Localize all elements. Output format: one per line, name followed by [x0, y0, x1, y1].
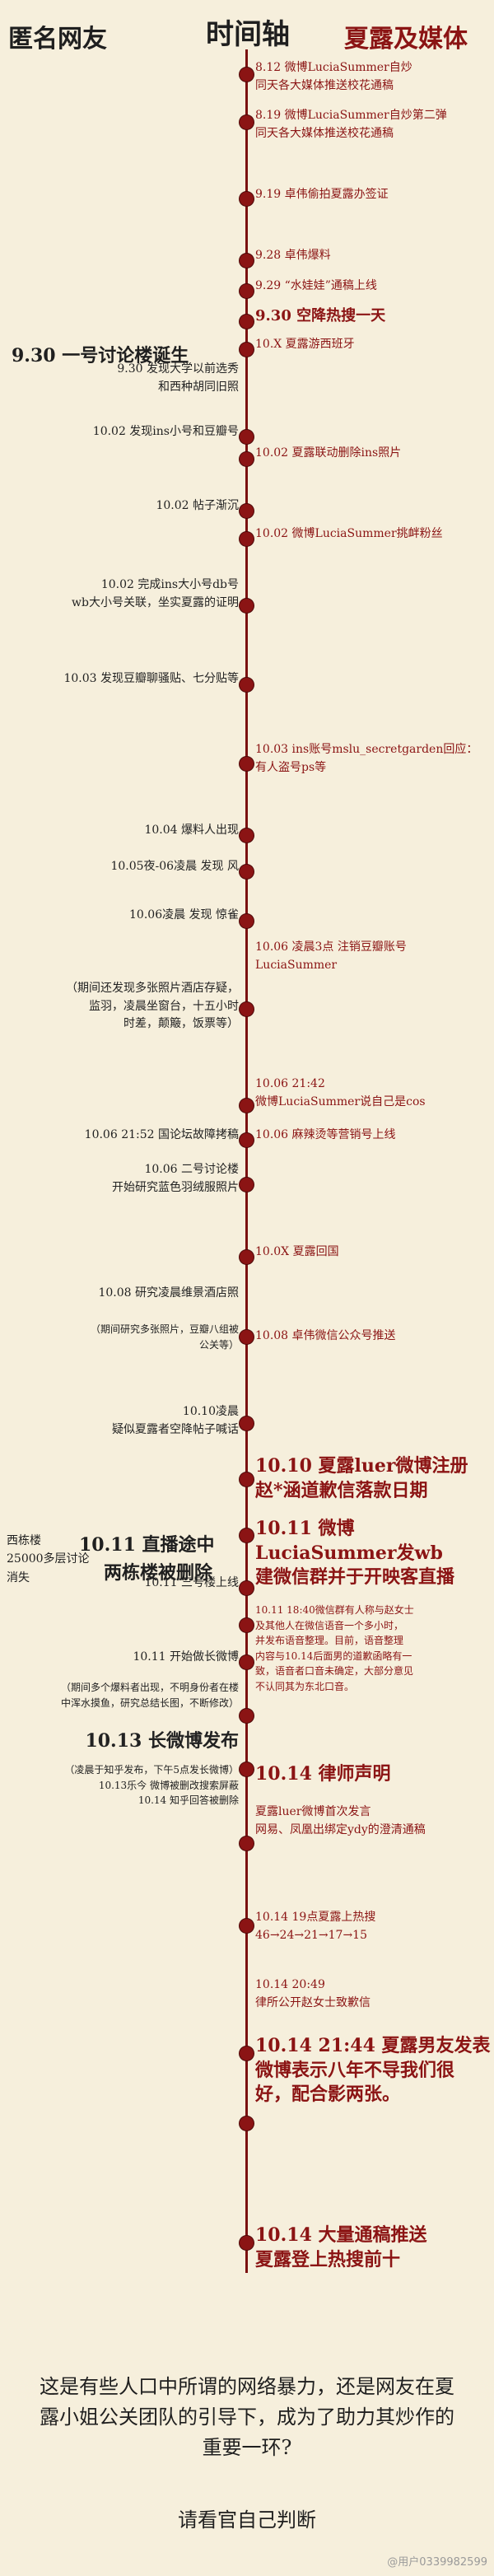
event-item: 10.04 爆料人出现 — [144, 824, 239, 837]
timeline-dot — [240, 532, 254, 546]
timeline-dot — [240, 1099, 254, 1113]
timeline-dot — [240, 1472, 254, 1486]
event-item: 10.11 开始做长微博 — [133, 1650, 239, 1664]
event-item: 8.19 微博LuciaSummer自炒第二弹 同天各大媒体推送校花通稿 — [255, 109, 447, 140]
page-title: 时间轴 — [206, 18, 290, 51]
timeline-dot — [240, 757, 254, 771]
timeline-dot — [240, 865, 254, 879]
event-item: 9.29 “水娃娃”通稿上线 — [255, 279, 377, 292]
timeline-dot — [240, 254, 254, 268]
event-item: 10.11 18:40微信群有人称与赵女士 及其他人在微信语音一个多小时， 并发… — [255, 1604, 414, 1692]
footer-judge: 请看官自己判断 — [178, 2508, 316, 2532]
timeline-dot — [240, 1250, 254, 1264]
event-item: 10.10凌晨 疑似夏露者空降帖子喊话 — [112, 1405, 239, 1436]
event-item: 10.03 ins账号mslu_secretgarden回应： 有人盗号ps等 — [255, 743, 478, 774]
event-item: 10.06 21:52 国论坛故障拷稿 — [84, 1128, 239, 1141]
event-item: 10.08 卓伟微信公众号推送 — [255, 1329, 396, 1342]
event-item: 10.14 20:49 律所公开赵女士致歉信 — [255, 1978, 370, 2009]
event-item: 10.0X 夏露回国 — [255, 1245, 339, 1258]
event-item: 8.12 微博LuciaSummer自炒 同天各大媒体推送校花通稿 — [255, 61, 412, 92]
event-item: 10.05夜-06凌晨 发现 风 — [110, 860, 239, 873]
timeline-dot — [240, 2236, 254, 2250]
side-label-deleted: 两栋楼被删除 — [104, 1562, 213, 1584]
event-item: 10.02 完成ins大小号db号 wb大小号关联，坐实夏露的证明 — [72, 578, 239, 609]
timeline-dot — [240, 1762, 254, 1776]
event-item: （期间还发现多张照片酒店存疑， 监羽，凌晨坐窗台，十五小时 时差，颠簸，饭票等） — [66, 982, 239, 1031]
timeline-dot — [240, 2116, 254, 2130]
footer-text: 这是有些人口中所谓的网络暴力，还是网友在夏露小姐公关团队的引导下，成为了助力其炒… — [40, 2375, 454, 2460]
event-item: 10.06 凌晨3点 注销豆瓣账号 LuciaSummer — [255, 940, 407, 972]
event-item: 10.14 19点夏露上热搜 46→24→21→17→15 — [255, 1911, 376, 1942]
timeline-dot — [240, 192, 254, 206]
event-item: 9.30 发现大学以前选秀 和西种胡同旧照 — [117, 362, 239, 394]
event-item: 10.14 21:44 夏露男友发表 微博表示八年不导我们很 好，配合影两张。 — [255, 2035, 491, 2106]
side-note-left: 西栋楼 25000多层讨论 消失 — [7, 1534, 90, 1584]
timeline-dot — [240, 1919, 254, 1933]
event-item: （期间研究多张照片，豆瓣八组被 公关等） — [90, 1323, 239, 1351]
timeline-dot — [240, 2046, 254, 2060]
event-item: 10.14 大量通稿推送 夏露登上热搜前十 — [255, 2224, 427, 2270]
event-item: 10.02 微博LuciaSummer挑衅粉丝 — [255, 527, 443, 540]
event-item: （期间多个爆料者出现，不明身份者在楼 中浑水摸鱼，研究总结长图，不断修改） — [60, 1682, 239, 1709]
event-item: 10.06 二号讨论楼 开始研究蓝色羽绒服照片 — [112, 1163, 239, 1194]
timeline-dot — [240, 1655, 254, 1669]
timeline-dot — [240, 1709, 254, 1723]
side-label-midway: 10.11 直播途中 — [79, 1534, 215, 1556]
event-item: 10.X 夏露游西班牙 — [255, 338, 355, 351]
timeline-dot — [240, 430, 254, 444]
event-item: 10.13 长微博发布 — [85, 1730, 239, 1752]
header-left: 匿名网友 — [8, 25, 107, 54]
timeline-dot — [240, 315, 254, 329]
event-item: 10.11 微博LuciaSummer发wb 建微信群并于开映客直播 — [255, 1518, 455, 1589]
event-item: 10.11 三号楼上线 — [144, 1576, 239, 1589]
timeline-dot — [240, 828, 254, 842]
timeline-dot — [240, 1581, 254, 1595]
event-item: 10.03 发现豆瓣聊骚贴、七分贴等 — [63, 672, 239, 685]
event-item: 10.06 麻辣烫等营销号上线 — [255, 1128, 396, 1141]
timeline-dot — [240, 1836, 254, 1850]
event-item: （凌晨于知乎发布，下午5点发长微博） 10.13乐今 微博被删改搜索屏蔽 10.… — [64, 1764, 239, 1807]
header-right: 夏露及媒体 — [344, 25, 468, 54]
timeline-dot — [240, 343, 254, 357]
timeline-dot — [240, 1528, 254, 1542]
timeline-dot — [240, 284, 254, 298]
event-item: 10.02 发现ins小号和豆瓣号 — [92, 425, 239, 438]
timeline-dot — [240, 1330, 254, 1344]
timeline-dot — [240, 115, 254, 129]
watermark: @用户0339982599 — [387, 2556, 487, 2569]
timeline-dot — [240, 599, 254, 613]
timeline-dot — [240, 452, 254, 466]
timeline-dot — [240, 678, 254, 692]
event-item: 10.06凌晨 发现 惊雀 — [129, 908, 239, 922]
timeline-dot — [240, 68, 254, 82]
side-label-thread1: 9.30 一号讨论楼诞生 — [12, 345, 189, 366]
event-item: 10.02 帖子渐沉 — [156, 499, 239, 512]
timeline-dot — [240, 1618, 254, 1632]
event-item: 10.14 律师声明 — [255, 1763, 391, 1785]
event-item: 9.30 空降热搜一天 — [255, 307, 386, 324]
event-item: 10.06 21:42 微博LuciaSummer说自己是cos — [255, 1077, 426, 1108]
timeline-dot — [240, 1416, 254, 1430]
event-item: 9.19 卓伟偷拍夏露办签证 — [255, 188, 389, 201]
timeline-dot — [240, 1133, 254, 1147]
timeline-dot — [240, 504, 254, 518]
timeline-dot — [240, 1002, 254, 1016]
event-item: 10.02 夏露联动删除ins照片 — [255, 446, 402, 460]
event-item: 10.08 研究凌晨维景酒店照 — [98, 1286, 239, 1300]
timeline-axis — [245, 49, 248, 2273]
event-item: 10.10 夏露luer微博注册 赵*涵道歉信落款日期 — [255, 1455, 468, 1501]
event-item: 9.28 卓伟爆料 — [255, 249, 331, 262]
event-item: 夏露luer微博首次发言 网易、凤凰出绑定ydy的澄清通稿 — [255, 1805, 426, 1836]
timeline-dot — [240, 914, 254, 928]
timeline-dot — [240, 1178, 254, 1192]
